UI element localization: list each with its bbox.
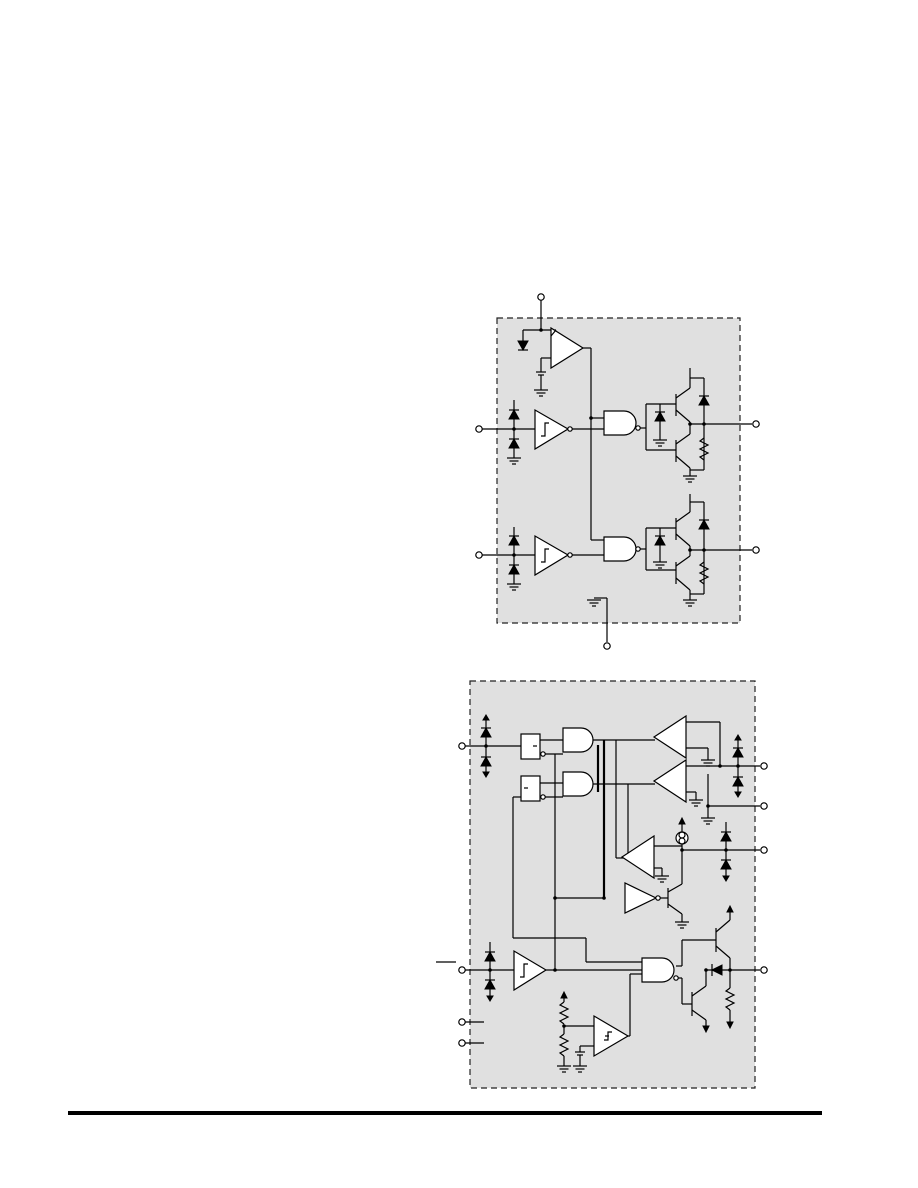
lower-hysteresis-comparator (593, 1014, 630, 1058)
upper-output-a-pin (752, 420, 760, 428)
lower-aux-pin-2 (458, 1039, 466, 1047)
upper-schematic (475, 293, 760, 650)
upper-nand-a (603, 410, 637, 436)
lower-comparator-3 (620, 834, 655, 880)
upper-ground-pin (603, 642, 611, 650)
upper-input-b-pin (475, 551, 483, 559)
lower-io-pin-2 (458, 966, 466, 974)
lower-supply-pin (760, 762, 768, 770)
lower-output-pin (760, 966, 768, 974)
upper-schmitt-buffer-a (534, 408, 570, 451)
lower-comparator-2 (652, 758, 687, 804)
upper-input-a-pin (475, 425, 483, 433)
lower-logic-block-1 (520, 733, 541, 760)
lower-io-pin-3 (760, 846, 768, 854)
lower-and-gate-2 (562, 771, 594, 797)
lower-output-diode-icon (710, 964, 723, 976)
lower-nand (641, 957, 675, 983)
lower-and-gate-1 (562, 727, 594, 753)
lower-comparator-1 (652, 714, 687, 760)
upper-supply-pin (537, 293, 545, 301)
upper-comparator (550, 326, 585, 370)
lower-schmitt-buffer (513, 949, 548, 992)
lower-schematic (436, 680, 768, 1089)
lower-aux-pin-1 (458, 1018, 466, 1026)
upper-output-b-pin (752, 546, 760, 554)
lower-inverter (624, 882, 658, 914)
lower-ground-pin (760, 802, 768, 810)
upper-nand-b (603, 536, 637, 562)
lower-io-pin-1 (458, 742, 466, 750)
lower-logic-block-2 (520, 775, 541, 802)
upper-schmitt-buffer-b (534, 534, 570, 577)
